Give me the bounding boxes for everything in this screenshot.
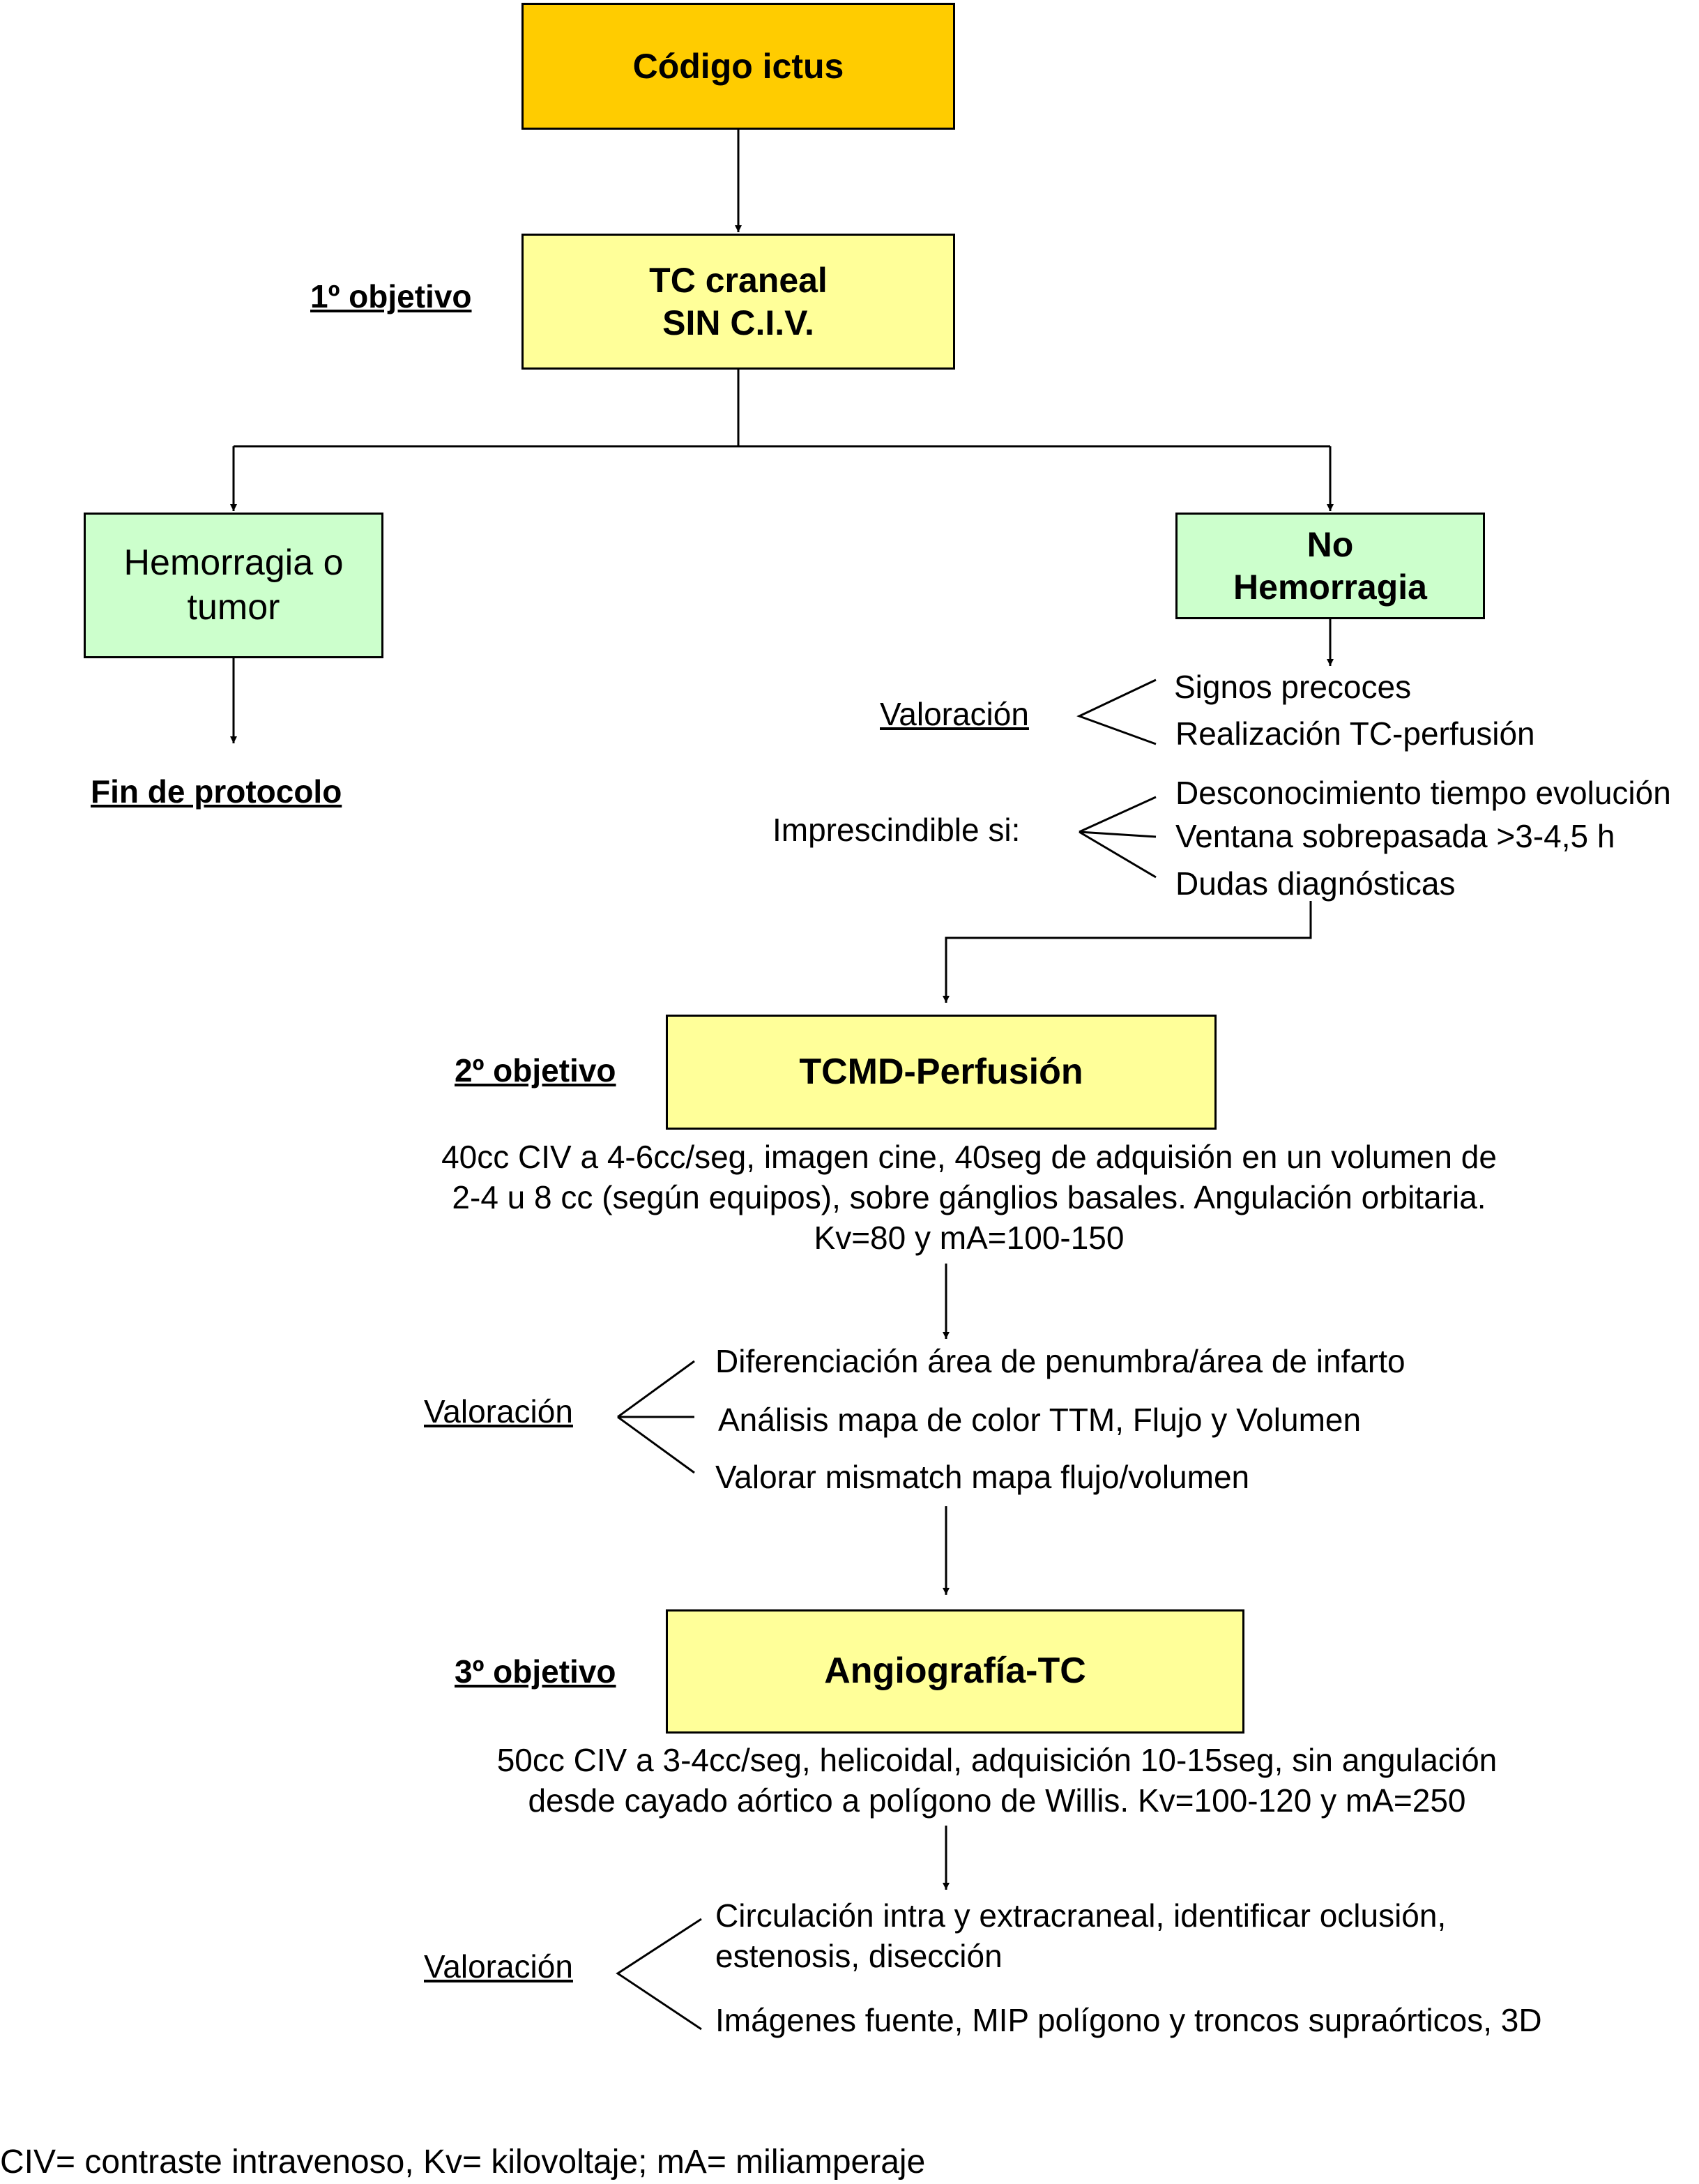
- perfusion-param-line: Kv=80 y mA=100-150: [814, 1220, 1125, 1256]
- hemorragia-line-2: tumor: [187, 586, 280, 628]
- objective-2-label: 2º objetivo: [455, 1052, 616, 1089]
- tc-craneal-line-2: SIN C.I.V.: [662, 303, 814, 342]
- brace-imprescindible-1: [1079, 796, 1157, 833]
- brace-imprescindible-2: [1079, 831, 1157, 838]
- brace-imprescindible-3: [1079, 831, 1157, 879]
- no-hemorragia-line-2: Hemorragia: [1233, 567, 1427, 607]
- brace-valoracion-3: [616, 1918, 702, 2031]
- valoracion-1-label: Valoración: [880, 696, 1029, 732]
- tc-craneal-line-1: TC craneal: [649, 260, 828, 300]
- angio-param-line: 50cc CIV a 3-4cc/seg, helicoidal, adquis…: [496, 1742, 1498, 1778]
- hemorragia-line-1: Hemorragia o: [123, 543, 344, 584]
- imprescindible-item: Ventana sobrepasada >3-4,5 h: [1175, 818, 1615, 854]
- valoracion-3-item: Imágenes fuente, MIP polígono y troncos …: [715, 2002, 1542, 2038]
- angiografia-tc-label: Angiografía-TC: [824, 1651, 1086, 1692]
- codigo-ictus-label: Código ictus: [632, 46, 844, 86]
- valoracion-1-item: Signos precoces: [1174, 669, 1412, 705]
- connector-dudas-to-perfusion: [943, 901, 1312, 1003]
- perfusion-parameters: 40cc CIV a 4-6cc/seg, imagen cine, 40seg…: [376, 1137, 1562, 1258]
- no-hemorragia-box: No Hemorragia: [1175, 513, 1485, 619]
- tc-craneal-box: TC craneal SIN C.I.V.: [521, 234, 955, 370]
- imprescindible-label: Imprescindible si:: [772, 812, 1021, 848]
- imprescindible-item: Desconocimiento tiempo evolución: [1175, 775, 1671, 811]
- hemorragia-tumor-box: Hemorragia o tumor: [84, 513, 383, 658]
- tcmd-perfusion-box: TCMD-Perfusión: [666, 1015, 1217, 1130]
- tcmd-perfusion-label: TCMD-Perfusión: [799, 1051, 1083, 1092]
- perfusion-param-line: 2-4 u 8 cc (según equipos), sobre gángli…: [452, 1179, 1486, 1215]
- fin-protocolo-label: Fin de protocolo: [91, 773, 342, 810]
- brace-valoracion-2-1: [617, 1360, 695, 1418]
- objective-3-label: 3º objetivo: [455, 1653, 616, 1690]
- valoracion-1-item: Realización TC-perfusión: [1175, 715, 1535, 752]
- valoracion-3-label: Valoración: [424, 1948, 573, 1985]
- angio-param-line: desde cayado aórtico a polígono de Willi…: [528, 1782, 1466, 1819]
- valoracion-2-item: Análisis mapa de color TTM, Flujo y Volu…: [718, 1402, 1362, 1438]
- valoracion-3-item: Circulación intra y extracraneal, identi…: [715, 1897, 1447, 1934]
- imprescindible-item: Dudas diagnósticas: [1175, 865, 1456, 902]
- objective-1-label: 1º objetivo: [310, 278, 472, 314]
- angiografia-tc-box: Angiografía-TC: [666, 1609, 1244, 1734]
- brace-valoracion-1: [1076, 678, 1157, 745]
- valoracion-3-item: estenosis, disección: [715, 1938, 1003, 1974]
- codigo-ictus-box: Código ictus: [521, 3, 955, 130]
- valoracion-2-label: Valoración: [424, 1393, 573, 1430]
- perfusion-param-line: 40cc CIV a 4-6cc/seg, imagen cine, 40seg…: [441, 1139, 1497, 1175]
- valoracion-2-item: Diferenciación área de penumbra/área de …: [715, 1343, 1405, 1379]
- angio-parameters: 50cc CIV a 3-4cc/seg, helicoidal, adquis…: [446, 1740, 1548, 1821]
- no-hemorragia-line-1: No: [1306, 524, 1354, 564]
- brace-valoracion-2-3: [617, 1416, 695, 1474]
- footnote: CIV= contraste intravenoso, Kv= kilovolt…: [0, 2144, 926, 2181]
- valoracion-2-item: Valorar mismatch mapa flujo/volumen: [715, 1459, 1250, 1495]
